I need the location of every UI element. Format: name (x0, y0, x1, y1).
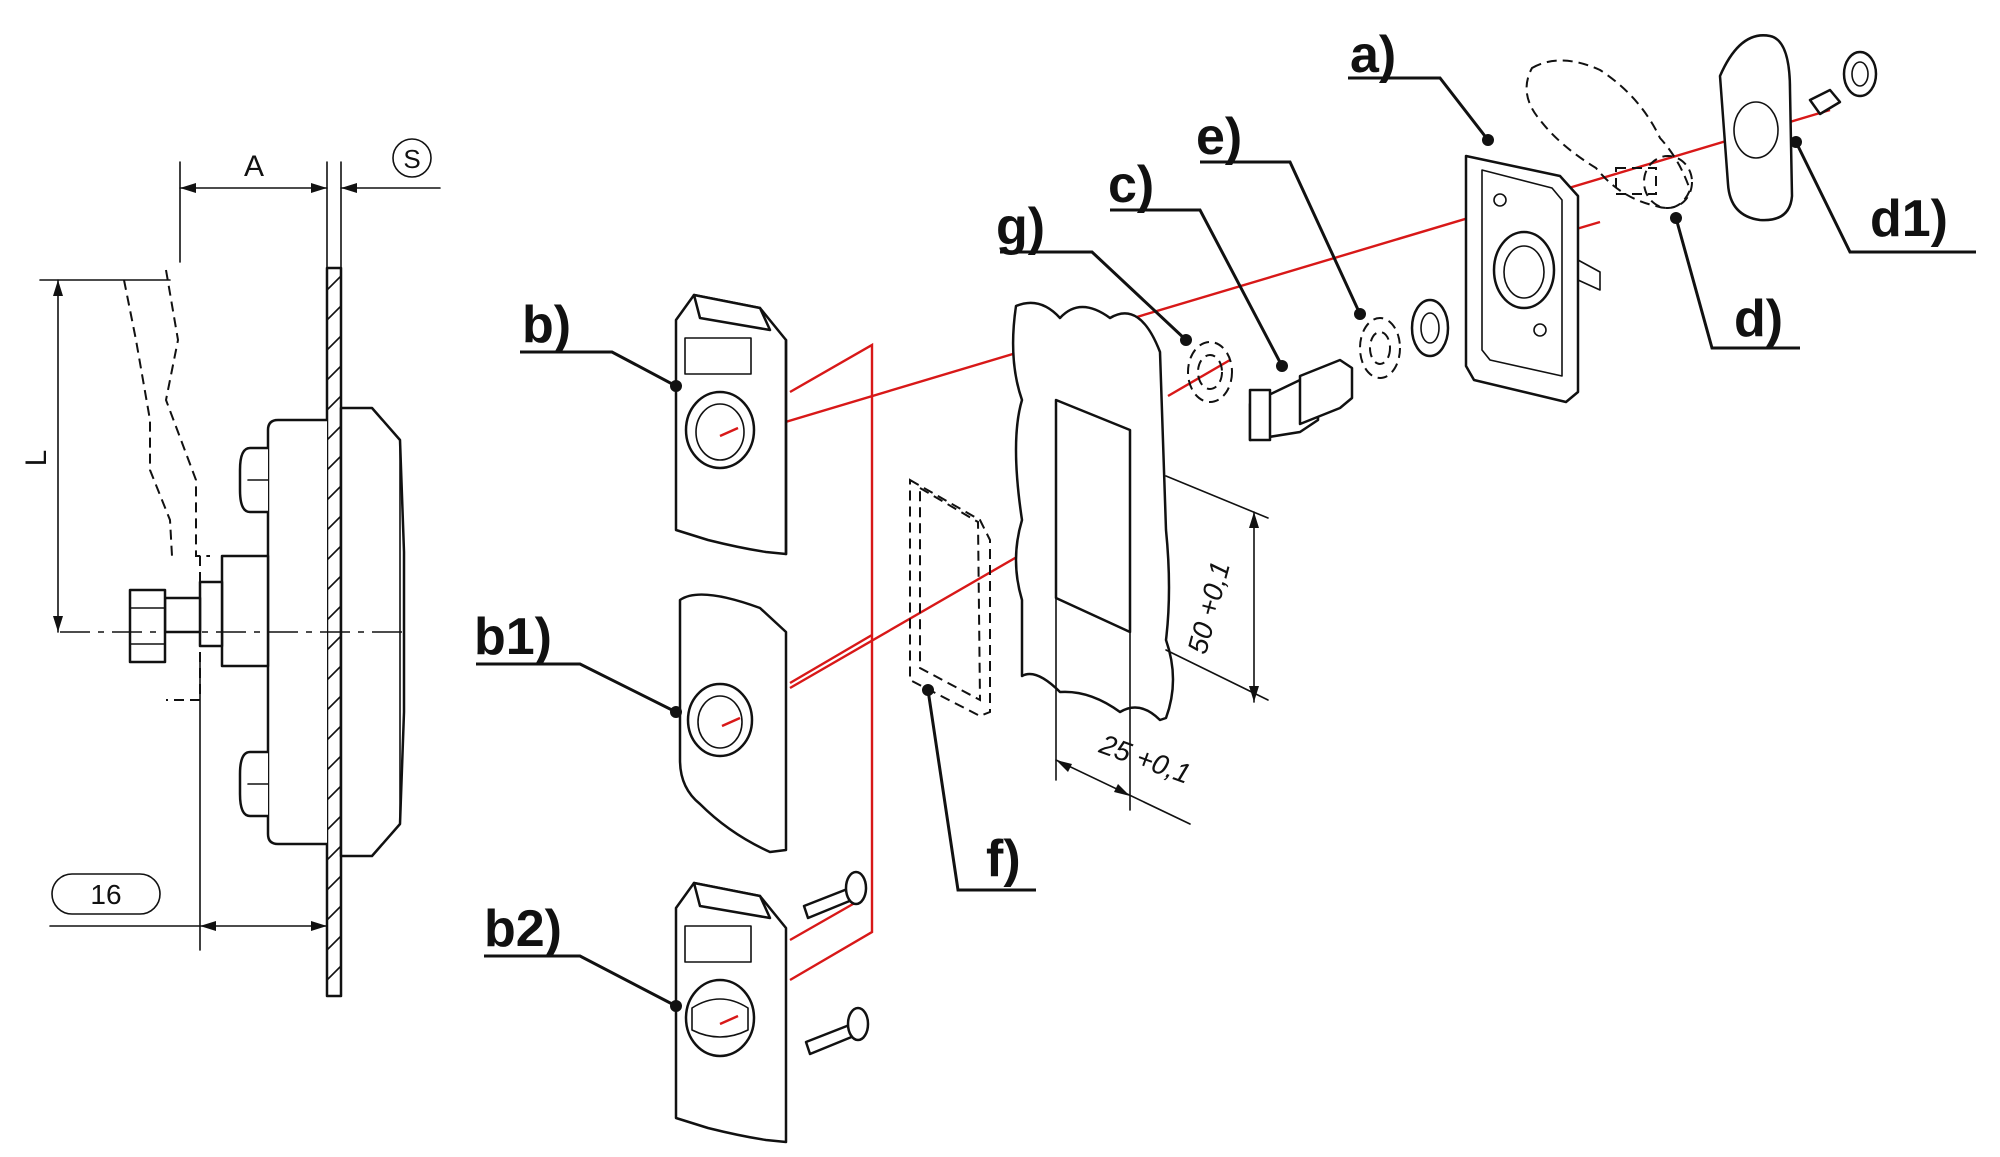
cam-lever-swing (164, 269, 210, 557)
part-b1-handle (678, 593, 788, 854)
part-labels: a) e) c) g) b) b1) b2) f) d) d1) (474, 26, 1948, 958)
dim-16-badge (51, 873, 161, 915)
part-b2-handle (674, 881, 788, 1144)
label-d: d) (1734, 290, 1783, 348)
label-b: b) (522, 296, 571, 354)
side-view: A S L 16 (20, 138, 441, 998)
dim-50-label: 50 +0,1 (1182, 558, 1236, 657)
spring-washer (163, 596, 202, 634)
label-f: f) (986, 830, 1021, 888)
panel-cutout (1054, 398, 1132, 634)
part-a-housing (1464, 154, 1601, 404)
dim-S-circle (392, 138, 432, 178)
mounting-panel: 50 +0,1 25 +0,1 (1011, 301, 1269, 825)
label-c: c) (1108, 156, 1154, 214)
mounting-screws (802, 870, 870, 1056)
dim-L-label: L (20, 450, 53, 467)
dim-16-label: 16 (90, 879, 121, 910)
part-d-cam (1525, 59, 1693, 209)
cam-hub (198, 580, 224, 648)
dim-25-label: 25 +0,1 (1095, 728, 1195, 790)
part-b-handle (674, 293, 788, 556)
panel-hatching (326, 275, 342, 981)
label-d1: d1) (1870, 190, 1948, 248)
part-c-shaft (1248, 358, 1354, 442)
label-window (684, 337, 752, 375)
part-d1-nut (1718, 34, 1878, 222)
main-axis (724, 108, 1831, 442)
label-g: g) (996, 198, 1045, 256)
assembly-axes (724, 108, 1831, 982)
wing-key (691, 998, 749, 1038)
bracket-axis (789, 342, 874, 982)
label-b1: b1) (474, 608, 552, 666)
label-e: e) (1196, 108, 1242, 166)
nut (128, 588, 167, 664)
part-f-gasket (909, 478, 991, 718)
dim-A-label: A (244, 150, 264, 183)
label-a: a) (1350, 26, 1396, 84)
part-g-seal (1187, 341, 1233, 403)
dim-S-label: S (403, 144, 420, 174)
leaders (476, 76, 1976, 1012)
shaft-body (220, 554, 270, 668)
label-b2: b2) (484, 900, 562, 958)
part-e-washers (1359, 298, 1450, 379)
